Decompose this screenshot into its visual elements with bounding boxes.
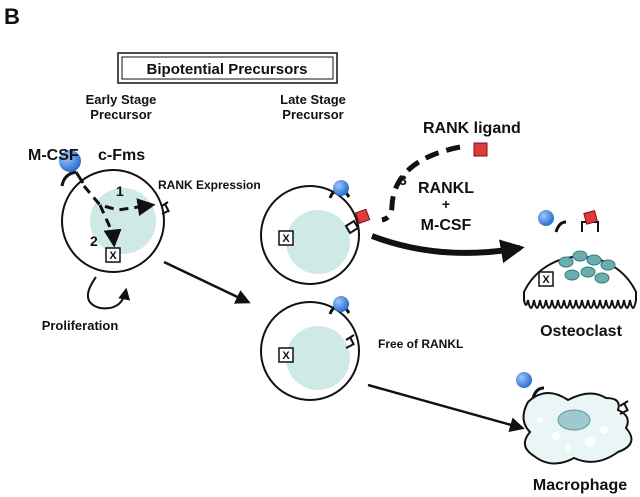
osteoclast-cell: X — [523, 210, 637, 309]
early-precursor-cell: X — [59, 150, 170, 273]
mcsf-ball-late2 — [333, 296, 349, 312]
macrophage-cell — [516, 372, 633, 465]
title-label: Bipotential Precursors — [147, 61, 308, 78]
macrophage-label: Macrophage — [533, 477, 627, 494]
mcsf-ball-late — [333, 180, 349, 196]
rankl-binding-path — [381, 144, 461, 223]
rank-expression-label: RANK Expression — [158, 178, 261, 192]
step-2-label: 2 — [90, 233, 98, 249]
x-box-early — [105, 247, 121, 263]
proliferation-arrow — [87, 276, 131, 310]
pathway-2-arrow — [98, 204, 122, 248]
x-mark-osteoclast: X — [542, 274, 550, 286]
rank-ligand-label: RANK ligand — [423, 120, 521, 137]
late-stage-label-line2: Precursor — [282, 107, 343, 122]
x-box-late2 — [278, 347, 294, 363]
early-stage-label-line2: Precursor — [90, 107, 151, 122]
cfms-label: c-Fms — [98, 147, 145, 164]
mcsf-label-2: M-CSF — [421, 217, 472, 234]
late-precursor-cell-rank: X — [260, 180, 371, 285]
x-mark-late: X — [282, 233, 290, 245]
pathway-1-arrow — [82, 185, 156, 216]
cfms-receptor — [60, 170, 77, 187]
mcsf-ball-macrophage — [516, 372, 532, 388]
rank-receptor-macrophage — [619, 400, 629, 415]
differentiation-arrow — [163, 260, 251, 304]
osteoclast-label: Osteoclast — [540, 323, 622, 340]
mcsf-ball — [59, 150, 81, 172]
rankl-square-bound — [354, 208, 371, 224]
step-1-label: 1 — [116, 183, 124, 199]
rank-receptor-early — [161, 201, 170, 215]
mcsf-ball-osteoclast — [538, 210, 554, 226]
osteoclast-differentiation-arrow — [370, 233, 525, 264]
rank-receptor-free — [345, 334, 355, 349]
x-box-osteoclast — [538, 271, 554, 287]
x-mark-early: X — [109, 250, 117, 262]
mcsf-label: M-CSF — [28, 147, 79, 164]
rank-receptor-late — [344, 219, 360, 235]
free-of-rankl-label: Free of RANKL — [378, 337, 463, 351]
title-box-inner — [121, 56, 334, 80]
macrophage-differentiation-arrow — [367, 383, 525, 432]
late-precursor-cell-free: X — [260, 296, 360, 401]
early-stage-label-line1: Early Stage — [86, 92, 157, 107]
rankl-square-osteoclast — [583, 210, 598, 225]
x-box-late — [278, 230, 294, 246]
panel-letter: B — [4, 4, 20, 29]
rankl-label: RANKL — [418, 180, 474, 197]
plus-label: + — [442, 196, 450, 212]
step-3-label: 3 — [399, 172, 407, 188]
title-box — [117, 52, 338, 84]
late-stage-label-line1: Late Stage — [280, 92, 346, 107]
rankl-square-free — [473, 142, 488, 157]
proliferation-label: Proliferation — [42, 318, 119, 333]
x-mark-late2: X — [282, 350, 290, 362]
